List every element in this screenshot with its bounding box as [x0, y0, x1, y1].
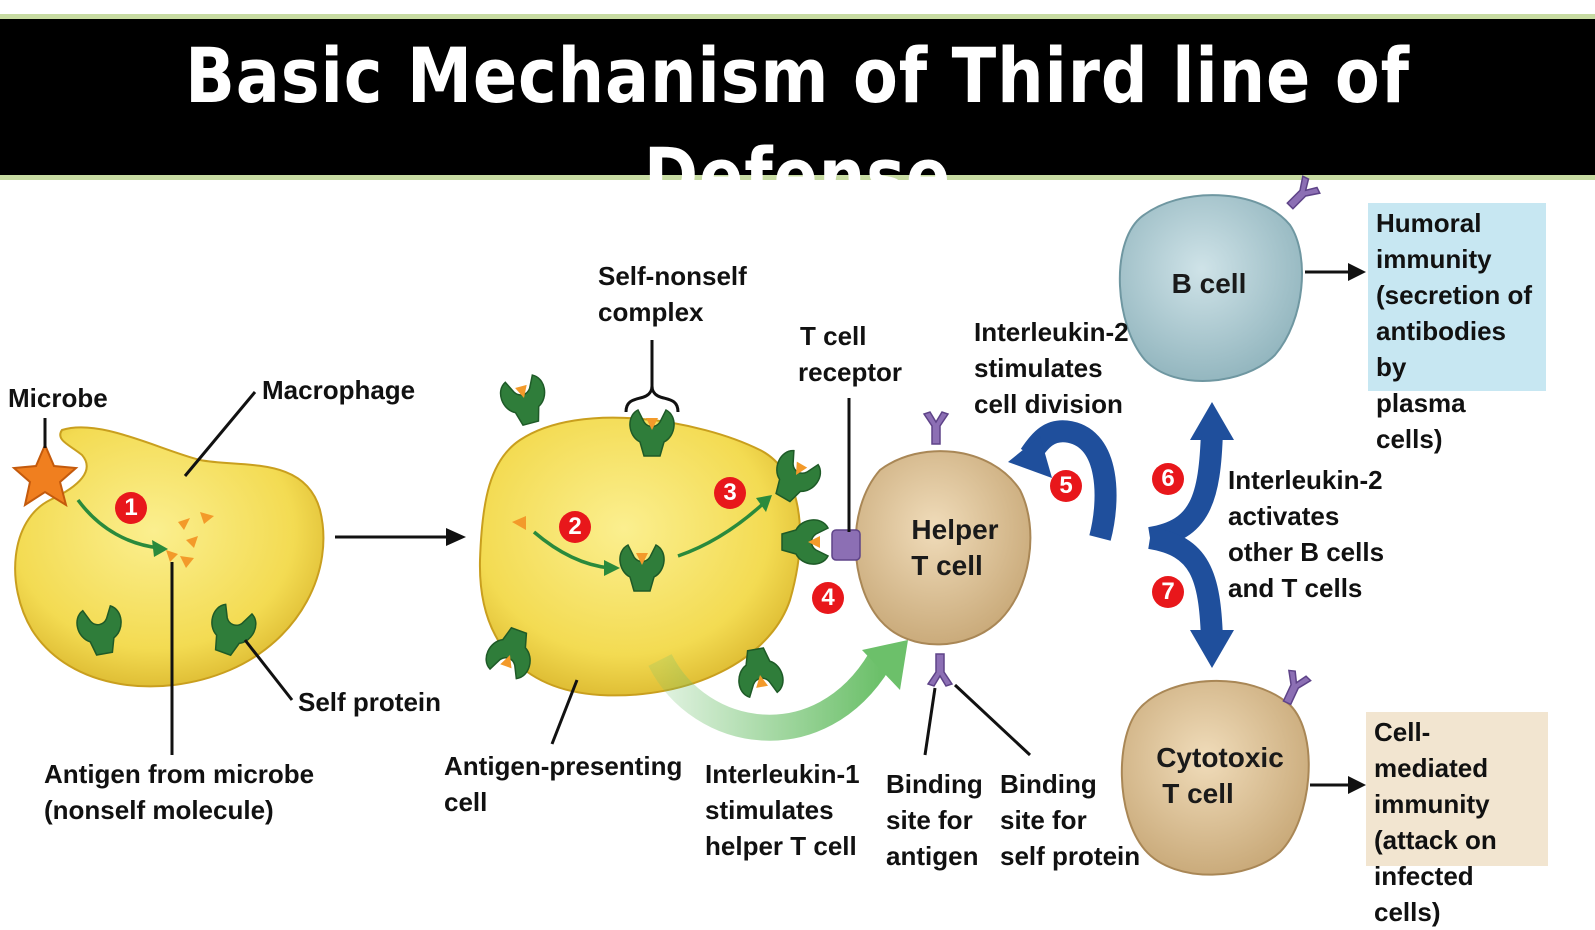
apc-label-line2: cell: [444, 787, 488, 817]
interleukin-1-arrow: [648, 653, 892, 741]
humoral-line: Humoral: [1376, 208, 1482, 238]
antigen-label-line2: (nonself molecule): [44, 795, 274, 825]
binding-self-line2: site for: [1000, 805, 1087, 835]
title-bar: [0, 14, 1595, 180]
il2-activates-line3: other B cells: [1228, 537, 1385, 567]
binding-self-line3: self protein: [1000, 841, 1141, 871]
binding-self-line1: Binding: [1000, 769, 1097, 799]
complex-label-line1: Self-nonself: [598, 261, 747, 291]
humoral-line: antibodies by: [1376, 316, 1507, 382]
cytotoxic-label-line1: Cytotoxic: [1156, 742, 1284, 773]
step-badge-3: 3: [714, 477, 746, 509]
step-badge-1: 1: [115, 492, 147, 524]
cell-mediated-line: infected cells): [1374, 861, 1474, 927]
il2-activates-line2: activates: [1228, 501, 1340, 531]
binding-antigen-line1: Binding: [886, 769, 983, 799]
il1-label-line3: helper T cell: [705, 831, 857, 861]
cell-mediated-immunity-box: Cell-mediated immunity (attack on infect…: [1366, 712, 1548, 927]
cell-mediated-line: (attack on: [1374, 825, 1497, 855]
il2-division-line3: cell division: [974, 389, 1123, 419]
step-badge-4: 4: [812, 582, 844, 614]
il1-label-line2: stimulates: [705, 795, 834, 825]
il2-division-line2: stimulates: [974, 353, 1103, 383]
il2-activates-line1: Interleukin-2: [1228, 465, 1383, 495]
antigen-fragments: [166, 512, 214, 568]
macrophage-label: Macrophage: [262, 375, 416, 405]
page-title: Basic Mechanism of Third line of Defense: [185, 31, 1410, 220]
helper-cell-label-line1: Helper: [911, 514, 999, 545]
humoral-line: plasma cells): [1376, 388, 1466, 454]
binding-antigen-line3: antigen: [886, 841, 979, 871]
il2-division-line1: Interleukin-2: [974, 317, 1129, 347]
il2-activates-line4: and T cells: [1228, 573, 1363, 603]
step-badge-6: 6: [1152, 463, 1184, 495]
b-cell: [1118, 194, 1303, 382]
helper-t-cell: [854, 450, 1032, 646]
il1-label-line1: Interleukin-1: [705, 759, 860, 789]
tcr-label-line2: receptor: [798, 357, 903, 387]
tcr-label-line1: T cell: [800, 321, 867, 351]
step-badge-5: 5: [1050, 470, 1082, 502]
binding-antigen-line2: site for: [886, 805, 973, 835]
cytotoxic-t-cell: [1120, 680, 1310, 876]
step-badge-7: 7: [1152, 576, 1184, 608]
step-badge-2: 2: [559, 511, 591, 543]
humoral-line: (secretion of: [1376, 280, 1533, 310]
self-protein-label: Self protein: [298, 687, 442, 717]
cell-mediated-line: Cell-mediated: [1374, 717, 1489, 783]
immune-diagram: [11, 174, 1366, 876]
apc-label-line1: Antigen-presenting: [444, 751, 683, 781]
humoral-line: immunity: [1376, 244, 1492, 274]
helper-cell-label-line2: T cell: [911, 550, 983, 581]
microbe-label: Microbe: [8, 383, 108, 413]
ingestion-arrow: [76, 498, 161, 550]
b-cell-label: B cell: [1171, 268, 1247, 299]
cytotoxic-label-line2: T cell: [1162, 778, 1234, 809]
antigen-label-line1: Antigen from microbe: [44, 759, 315, 789]
complex-label-line2: complex: [598, 297, 704, 327]
microbe-star: [11, 442, 79, 508]
humoral-immunity-box: Humoral immunity (secretion of antibodie…: [1368, 203, 1546, 454]
cell-mediated-line: immunity: [1374, 789, 1490, 819]
